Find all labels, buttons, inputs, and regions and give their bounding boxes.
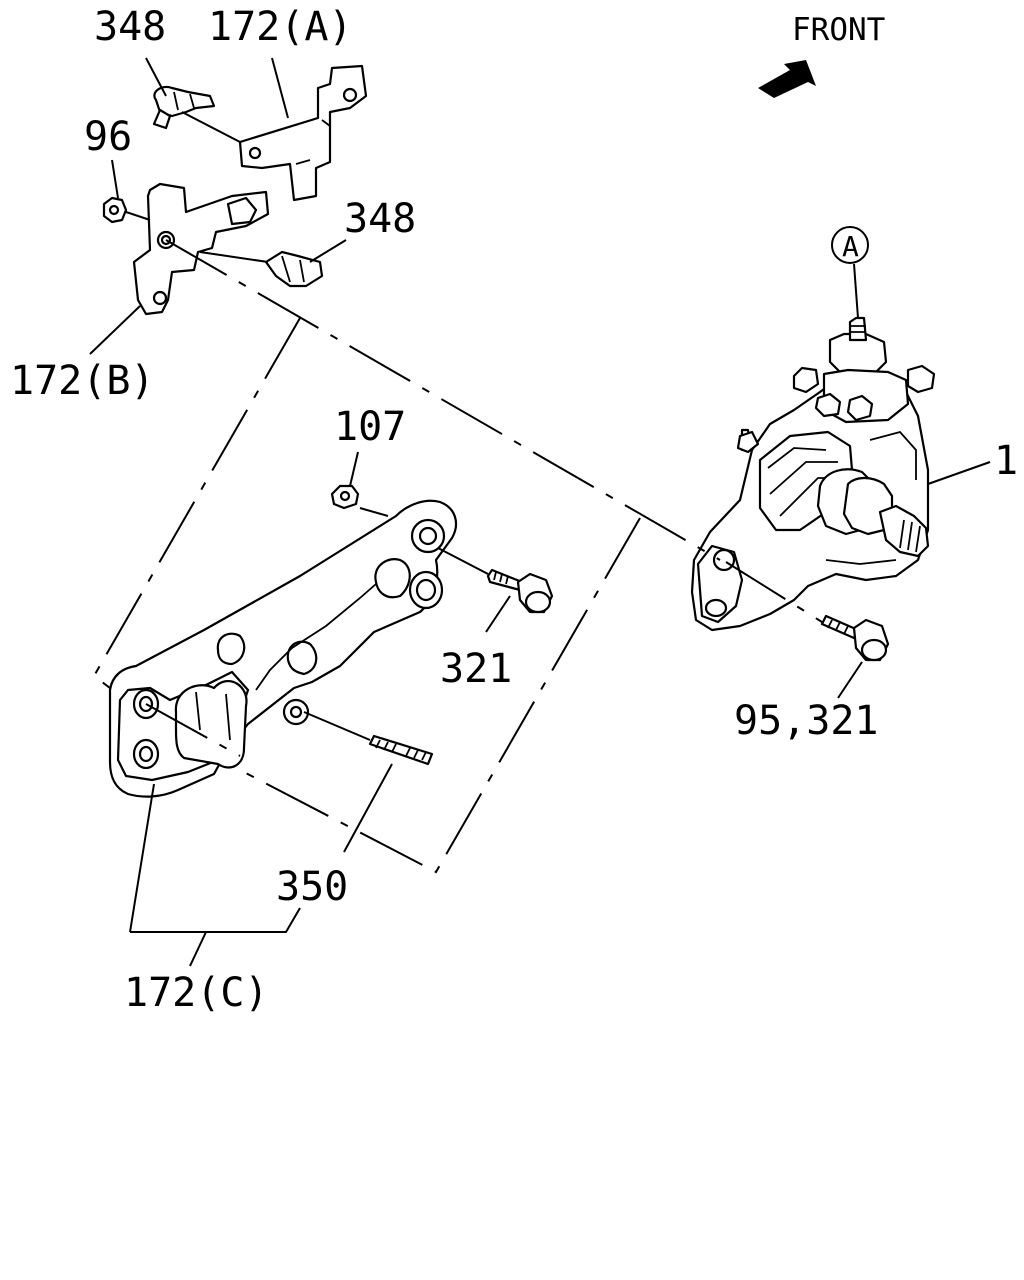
arrow-icon xyxy=(758,60,816,98)
clip-348-mid-part xyxy=(264,250,324,288)
clip-348-top-part xyxy=(152,85,216,130)
bolt-321-part xyxy=(486,568,554,614)
nut-107-part xyxy=(330,484,360,510)
nut-96-part xyxy=(102,196,128,224)
front-label: FRONT xyxy=(792,12,885,48)
bracket-b-part xyxy=(132,182,270,316)
label-ref-a: A xyxy=(842,230,859,263)
bracket-c-part xyxy=(108,499,458,798)
stud-350-part xyxy=(368,734,434,766)
label-172b: 172(B) xyxy=(10,358,155,404)
reference-a-marker: A xyxy=(831,226,869,264)
label-95-321: 95,321 xyxy=(734,698,879,744)
label-107: 107 xyxy=(334,404,406,450)
label-348-top: 348 xyxy=(94,4,166,50)
steering-gear-box-part xyxy=(690,316,936,632)
bolt-95-321-part xyxy=(820,614,890,662)
label-348-mid: 348 xyxy=(344,196,416,242)
leader-lines xyxy=(89,57,991,967)
bracket-a-part xyxy=(238,64,368,202)
label-350: 350 xyxy=(276,864,348,910)
label-96: 96 xyxy=(84,114,132,160)
label-1: 1 xyxy=(994,438,1018,484)
label-172c: 172(C) xyxy=(124,970,269,1016)
label-172a: 172(A) xyxy=(208,4,353,50)
label-321: 321 xyxy=(440,646,512,692)
